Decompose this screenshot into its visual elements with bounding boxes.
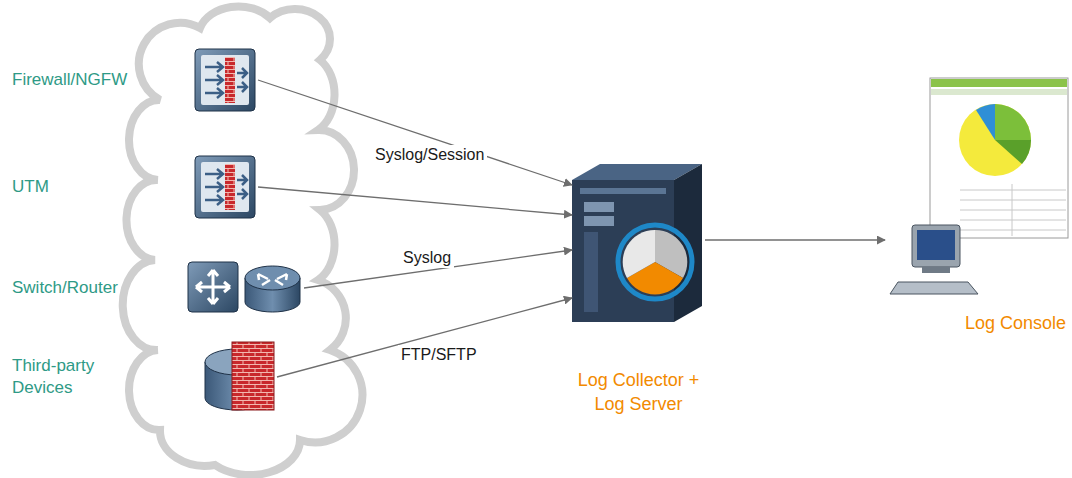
- protocol-label: Syslog: [400, 248, 454, 268]
- device-node: Third-party Devices: [12, 340, 277, 414]
- device-node: Log Console: [885, 75, 1068, 337]
- protocol-label: Syslog/Session: [372, 145, 487, 165]
- server-tower: [572, 164, 702, 322]
- cloud-outline: [123, 6, 363, 475]
- node-label: Third-party Devices: [12, 355, 122, 399]
- device-node: Log Collector + Log Server: [572, 160, 705, 422]
- utm-icon: [195, 156, 255, 218]
- protocol-label: FTP/SFTP: [398, 345, 480, 365]
- node-label: Log Collector + Log Server: [575, 368, 703, 416]
- node-label: UTM: [12, 176, 49, 198]
- device-node: Firewall/NGFW: [12, 48, 258, 112]
- log-flow-arrow: [277, 298, 572, 377]
- node-label: Firewall/NGFW: [12, 69, 127, 91]
- switch-icon: [188, 262, 238, 312]
- log-flow-arrow: [705, 239, 885, 240]
- computer-icon: [890, 225, 978, 294]
- third-party-icon: [205, 342, 274, 410]
- device-node: Switch/Router: [12, 258, 304, 318]
- device-node: UTM: [12, 156, 258, 218]
- log-flow-arrow: [258, 187, 572, 215]
- node-label: Switch/Router: [12, 277, 118, 299]
- console-screenshot: [930, 78, 1068, 238]
- firewall-icon: [195, 49, 255, 111]
- node-label: Log Console: [965, 311, 1066, 335]
- router-icon: [245, 266, 300, 312]
- log-flow-arrow: [258, 80, 572, 185]
